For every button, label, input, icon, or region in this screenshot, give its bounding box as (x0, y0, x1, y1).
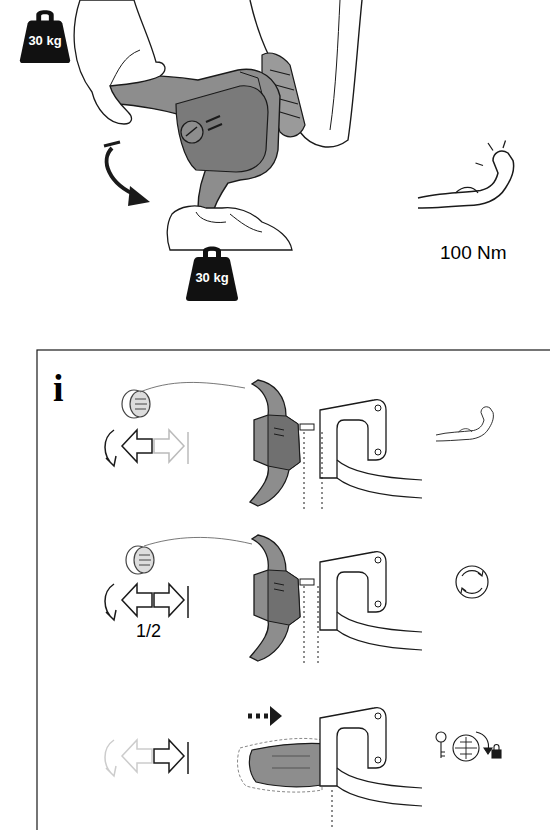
turn-fraction: 1/2 (136, 622, 161, 642)
lever-handle (206, 116, 222, 130)
torque-value: 100 Nm (440, 243, 507, 264)
hand (110, 50, 140, 86)
leader-line (140, 382, 245, 392)
tighten-arrows (105, 740, 188, 776)
lever-folded (238, 738, 330, 792)
lever-handle (108, 69, 280, 216)
info-frame (37, 350, 550, 830)
guide-line (304, 586, 318, 664)
tighten-arrows (154, 740, 184, 772)
push-arrow (270, 706, 282, 726)
hand (196, 212, 262, 232)
weight-handle (203, 247, 221, 259)
tighten-arrows (105, 740, 116, 776)
tighten-arrows (154, 740, 184, 772)
key-lock-icon (436, 732, 501, 761)
lever-side-view (250, 535, 300, 661)
loosen-arrows (154, 430, 184, 462)
lever-handle (108, 69, 280, 216)
tighten-arrows (187, 742, 189, 774)
lever-handle (240, 72, 262, 94)
loosen-arrows (122, 584, 152, 616)
knob-icon (126, 546, 154, 574)
key-lock-icon (476, 732, 489, 750)
loosen-arrows (187, 432, 189, 464)
lever-handle (176, 86, 268, 172)
rotation-icon (456, 566, 488, 598)
rotation-icon (461, 571, 483, 594)
guide-line (304, 432, 322, 512)
bolt (300, 424, 314, 430)
rotation-arrow (104, 142, 120, 146)
loosen-arrows (105, 430, 116, 466)
loosen-arrows (154, 430, 184, 462)
rotation-arrow (104, 142, 150, 206)
lever-side-view (250, 380, 300, 506)
hand (74, 0, 165, 124)
rack-bracket (320, 552, 422, 650)
weight-label: 30 kg (182, 242, 242, 285)
key-lock-icon (441, 742, 445, 758)
weight-label: 30 kg (16, 6, 74, 48)
push-arrow (248, 714, 268, 719)
rack-bracket (320, 400, 422, 498)
loosen-arrows (105, 584, 116, 620)
lever-side-view (250, 380, 300, 506)
arm-strength-icon (418, 141, 514, 209)
weight-icon: 30 kg (16, 6, 74, 64)
loosen-arrows (105, 430, 188, 466)
knob-icon (122, 390, 150, 418)
tighten-arrows (122, 740, 152, 772)
loosen-arrows (105, 584, 188, 620)
guide-line (332, 790, 333, 828)
key-lock-icon (453, 735, 479, 761)
key-lock-icon (484, 748, 492, 754)
hand (167, 206, 292, 250)
key-lock-icon (492, 750, 501, 758)
rack-housing (330, 0, 340, 130)
leader-line (144, 537, 252, 546)
arm-strength-icon (418, 151, 514, 208)
knob-icon (126, 546, 154, 574)
lever-folded (249, 743, 330, 787)
rotation-arrow (128, 186, 150, 206)
push-arrow (248, 706, 282, 726)
tighten-arrows (122, 740, 152, 772)
arm-strength-icon (476, 141, 506, 166)
weight-handle (36, 10, 53, 21)
lever-side-view (250, 535, 300, 661)
bolt (300, 579, 314, 585)
loosen-arrows (122, 584, 152, 616)
knob-icon (122, 390, 150, 418)
lever-folded (272, 756, 310, 768)
rack-bracket (320, 400, 422, 498)
info-symbol: i (53, 368, 64, 410)
weight-icon: 30 kg (182, 242, 242, 302)
rack-bracket (320, 708, 422, 806)
arm-strength-icon (436, 407, 493, 441)
loosen-arrows (122, 430, 152, 462)
hand (167, 206, 292, 250)
lever-handle (181, 121, 203, 143)
lever-handle (186, 127, 197, 136)
rack-bracket (320, 552, 422, 650)
key-lock-icon (436, 732, 446, 742)
loosen-arrows (154, 584, 184, 616)
loosen-arrows (122, 430, 152, 462)
key-lock-icon (494, 745, 499, 751)
rotation-icon (456, 566, 488, 598)
key-lock-icon (455, 737, 477, 759)
loosen-arrows (154, 584, 184, 616)
arm-strength-icon (436, 407, 493, 441)
hand (74, 0, 165, 124)
rack-bracket (320, 708, 422, 806)
loosen-arrows (187, 586, 189, 618)
